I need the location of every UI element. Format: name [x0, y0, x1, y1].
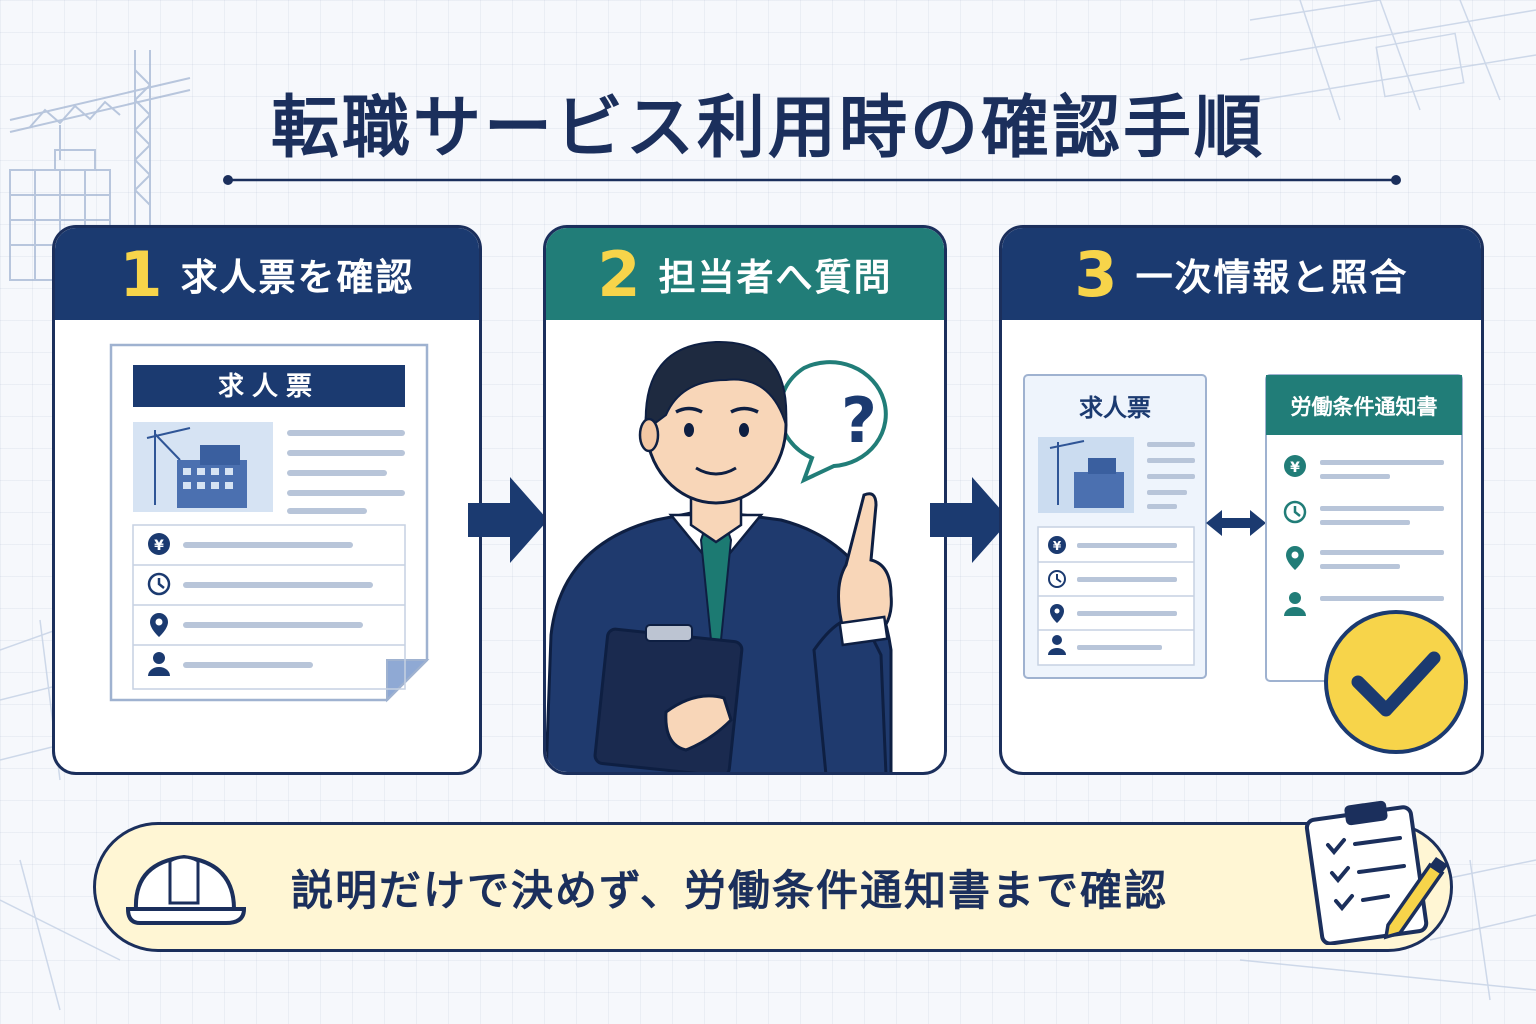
svg-text:?: ?	[841, 384, 877, 457]
step-card-3: 3 一次情報と照合 求人票 ¥ 労働条件通知書 ¥	[999, 225, 1484, 775]
doc-left-title: 求人票	[1079, 394, 1151, 422]
step-card-1: 1 求人票を確認 求人票 ¥	[52, 225, 482, 775]
step-number-1: 1	[119, 237, 163, 311]
advisor-illustration: ?	[546, 340, 893, 772]
arrow-right-icon	[468, 477, 548, 563]
step-header-2: 2 担当者へ質問	[546, 228, 944, 320]
summary-text: 説明だけで決めず、労働条件通知書まで確認	[291, 865, 1169, 915]
page-title: 転職サービス利用時の確認手順	[270, 89, 1265, 168]
svg-text:¥: ¥	[1053, 539, 1062, 553]
speech-bubble-icon: ?	[777, 360, 888, 484]
job-posting-illustration: 求人票 ¥	[109, 343, 430, 703]
step-card-2: 2 担当者へ質問 ?	[543, 225, 947, 775]
doc-right-title: 労働条件通知書	[1291, 395, 1438, 419]
svg-text:¥: ¥	[154, 538, 164, 554]
step-label-2: 担当者へ質問	[658, 256, 893, 299]
step-label-1: 求人票を確認	[180, 256, 415, 299]
comparison-illustration: 求人票 ¥ 労働条件通知書 ¥	[1023, 374, 1468, 754]
step-number-2: 2	[597, 237, 641, 311]
arrow-right-icon	[930, 477, 1010, 563]
step-header-3: 3 一次情報と照合	[1002, 228, 1481, 320]
title-divider	[223, 175, 1401, 185]
clipboard-checklist-icon	[1304, 800, 1448, 945]
step-label-3: 一次情報と照合	[1135, 256, 1409, 299]
person-icon	[148, 652, 170, 676]
doc-title: 求人票	[218, 372, 320, 402]
summary-banner: 説明だけで決めず、労働条件通知書まで確認	[93, 822, 1453, 952]
yen-icon	[148, 533, 170, 555]
step-header-1: 1 求人票を確認	[55, 228, 479, 320]
hard-hat-icon	[126, 854, 246, 925]
compare-arrows-icon	[1206, 510, 1266, 536]
check-circle-icon	[1324, 610, 1468, 754]
clock-icon	[147, 572, 171, 596]
svg-text:¥: ¥	[1290, 460, 1300, 476]
step-number-3: 3	[1074, 237, 1118, 311]
